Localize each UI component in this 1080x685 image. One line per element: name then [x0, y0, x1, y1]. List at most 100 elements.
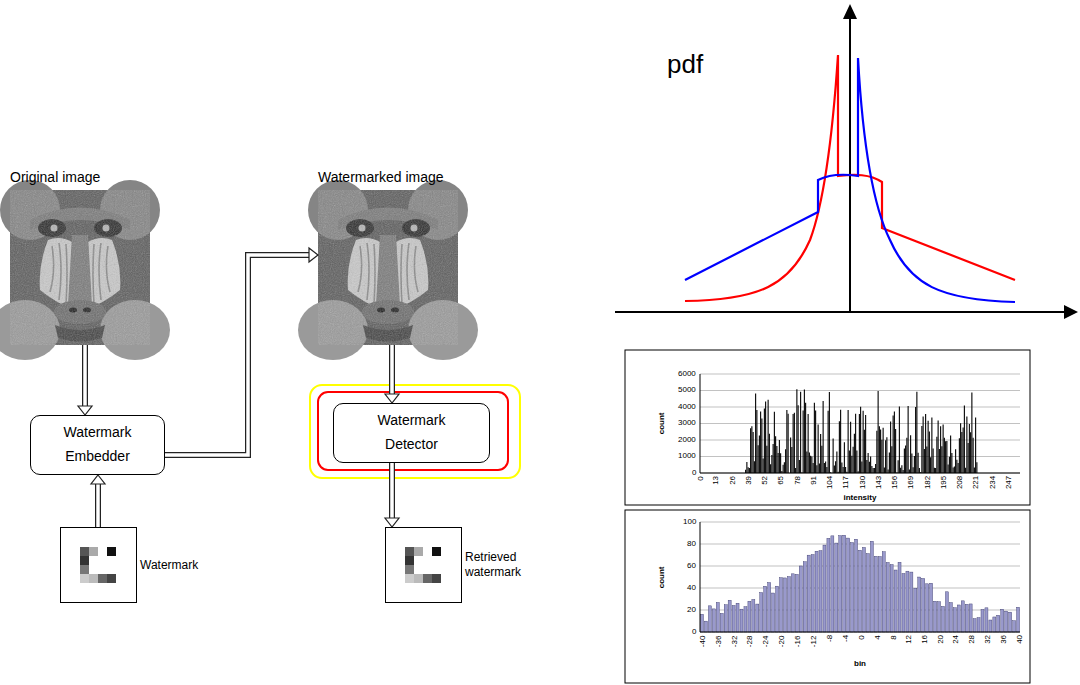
histogram-bar: [874, 556, 877, 632]
histogram-bar: [800, 392, 801, 473]
histogram-bar: [849, 451, 850, 473]
histogram-bar: [1001, 609, 1004, 632]
histogram-bar: [748, 601, 751, 632]
histogram-bar: [911, 454, 912, 473]
histogram-bar: [834, 465, 835, 473]
pdf-curve: [685, 55, 1015, 301]
histogram-bar: [716, 602, 719, 632]
histogram-bar: [906, 571, 909, 632]
tick-label: 91: [810, 476, 819, 485]
histogram-bar: [910, 572, 913, 632]
image-panel: Watermarked image: [318, 190, 458, 345]
axis-title: count: [658, 412, 667, 434]
histogram-bar: [751, 426, 752, 473]
tick-label: 26: [729, 476, 738, 485]
histogram-bar: [804, 390, 805, 473]
x-axis: [615, 311, 1066, 313]
histogram-bar: [936, 437, 937, 473]
histogram-bar: [879, 426, 880, 473]
histogram-bar: [898, 562, 901, 632]
histogram-bar: [826, 467, 827, 473]
histogram-bar: [728, 600, 731, 632]
histogram-bar: [847, 538, 850, 632]
histogram-bar: [835, 543, 838, 632]
tick-label: 104: [826, 476, 835, 489]
histogram-bar: [946, 441, 947, 473]
histogram-bar: [948, 464, 949, 473]
histogram-bar: [860, 407, 861, 473]
hollow-arrow: [91, 475, 105, 527]
tick-label: 169: [908, 476, 917, 489]
histogram-bar: [795, 574, 798, 632]
histogram-bar: [864, 430, 865, 473]
watermark-thumbnail: Retrieved watermark: [385, 527, 462, 603]
histogram-bar: [971, 392, 972, 473]
tick-label: 20: [687, 606, 696, 615]
histogram-bar: [953, 467, 954, 473]
tick-label: 0: [692, 469, 696, 478]
histogram-bar: [828, 411, 829, 473]
histogram-bar: [965, 468, 966, 473]
histogram-bar: [851, 456, 852, 473]
histogram-bar: [914, 456, 915, 473]
tick-label: -28: [747, 635, 756, 647]
tick-label: 4: [874, 635, 883, 639]
histogram-bar: [916, 392, 917, 473]
histogram-bar: [701, 614, 704, 632]
histogram-bar: [934, 601, 937, 632]
histogram-bar: [807, 555, 810, 632]
histogram-bar: [968, 443, 969, 473]
axis-label: pdf: [667, 50, 703, 79]
histogram-bar: [810, 456, 811, 473]
process-box: Watermark Embedder: [30, 415, 165, 475]
histogram-bar: [784, 462, 785, 473]
histogram-bar: [785, 449, 786, 473]
histogram-bar: [868, 453, 869, 473]
histogram-bar: [855, 539, 858, 632]
histogram-bar: [886, 437, 887, 473]
tick-label: 13: [712, 476, 721, 485]
histogram-bar: [790, 438, 791, 473]
histogram-bar: [732, 605, 735, 632]
histogram-bar: [958, 463, 959, 473]
hollow-arrow: [385, 463, 399, 527]
histogram-bar: [780, 453, 781, 473]
histogram-bar: [759, 435, 760, 473]
histogram-bar: [894, 412, 895, 473]
histogram-bar: [773, 444, 774, 473]
histogram-bar: [973, 438, 974, 473]
arrowhead: [78, 406, 92, 415]
histogram-bar: [815, 410, 816, 473]
histogram-bar: [806, 452, 807, 473]
histogram-bar: [776, 446, 777, 473]
histogram-bar: [934, 468, 935, 473]
histogram-bar: [841, 463, 842, 473]
histogram-bar: [894, 570, 897, 632]
histogram-bar: [884, 468, 885, 473]
histogram-bar: [712, 609, 715, 632]
histogram-bar: [977, 618, 980, 632]
histogram-bar: [808, 414, 809, 473]
baboon-image: [0, 180, 170, 360]
grid-line: [700, 544, 1020, 545]
histogram-bar: [753, 432, 754, 473]
hollow-arrow: [385, 345, 399, 403]
tick-label: -12: [810, 635, 819, 647]
histogram-bar: [926, 584, 929, 632]
histogram-bar: [814, 403, 815, 473]
histogram-bar: [890, 565, 893, 632]
histogram-bar: [974, 468, 975, 473]
hollow-arrow: [165, 248, 318, 455]
histogram-bar: [914, 588, 917, 632]
tick-label: 1000: [678, 452, 696, 461]
caption-label: Original image: [10, 169, 100, 185]
histogram-bar: [862, 547, 865, 632]
histogram-bar: [805, 403, 806, 473]
histogram-bar: [769, 434, 770, 473]
histogram-bar: [752, 599, 755, 632]
histogram-bar: [816, 465, 817, 473]
histogram-bar: [908, 406, 909, 473]
histogram-bar: [848, 410, 849, 473]
